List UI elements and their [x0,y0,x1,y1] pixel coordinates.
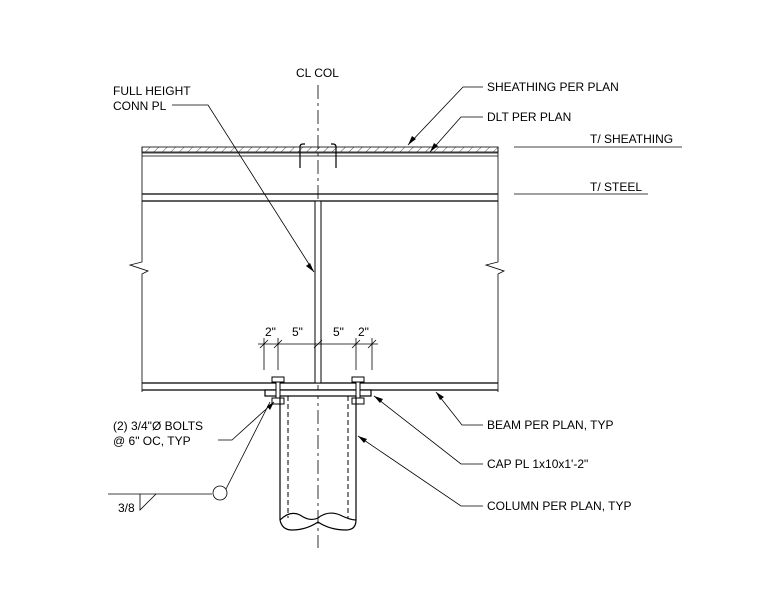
weld-symbol [108,401,271,511]
fastener-right [331,143,337,168]
beam-label: BEAM PER PLAN, TYP [487,418,614,432]
beam-right-break [484,147,506,392]
bolt-right [351,376,365,405]
dlt-label: DLT PER PLAN [487,110,571,124]
weld-size-label: 3/8 [118,501,135,515]
dim-right-edge: 2" [358,325,369,339]
cap-pl-leader [373,395,483,465]
column-leader [357,435,483,507]
beam-left-break [128,147,150,392]
t-steel-label: T/ STEEL [590,180,642,194]
dim-left-edge: 2" [265,325,276,339]
bolts-leader [218,401,275,441]
bolts-label-line1: (2) 3/4"Ø BOLTS [113,419,203,433]
column-label: COLUMN PER PLAN, TYP [487,499,631,513]
dimension-string [258,338,378,370]
full-height-label-line1: FULL HEIGHT [113,84,191,98]
bolt-left [271,376,285,405]
sheathing-label: SHEATHING PER PLAN [487,80,619,94]
column-pipe [279,396,357,531]
full-height-leader [172,104,315,273]
sheathing-leader [407,86,483,146]
beam-leader [435,391,483,426]
full-height-label-line2: CONN PL [113,99,167,113]
dlt-leader [429,116,483,153]
dim-right-center: 5" [333,325,344,339]
bolts-label-line2: @ 6" OC, TYP [113,434,191,448]
full-height-conn-plate [314,200,322,384]
cl-col-label: CL COL [296,66,339,80]
dim-left-center: 5" [292,325,303,339]
sheathing-layer [141,146,499,153]
cap-pl-label: CAP PL 1x10x1'-2" [487,457,588,471]
fastener-left [299,143,305,168]
cap-plate [264,389,372,397]
t-sheathing-label: T/ SHEATHING [590,132,673,146]
